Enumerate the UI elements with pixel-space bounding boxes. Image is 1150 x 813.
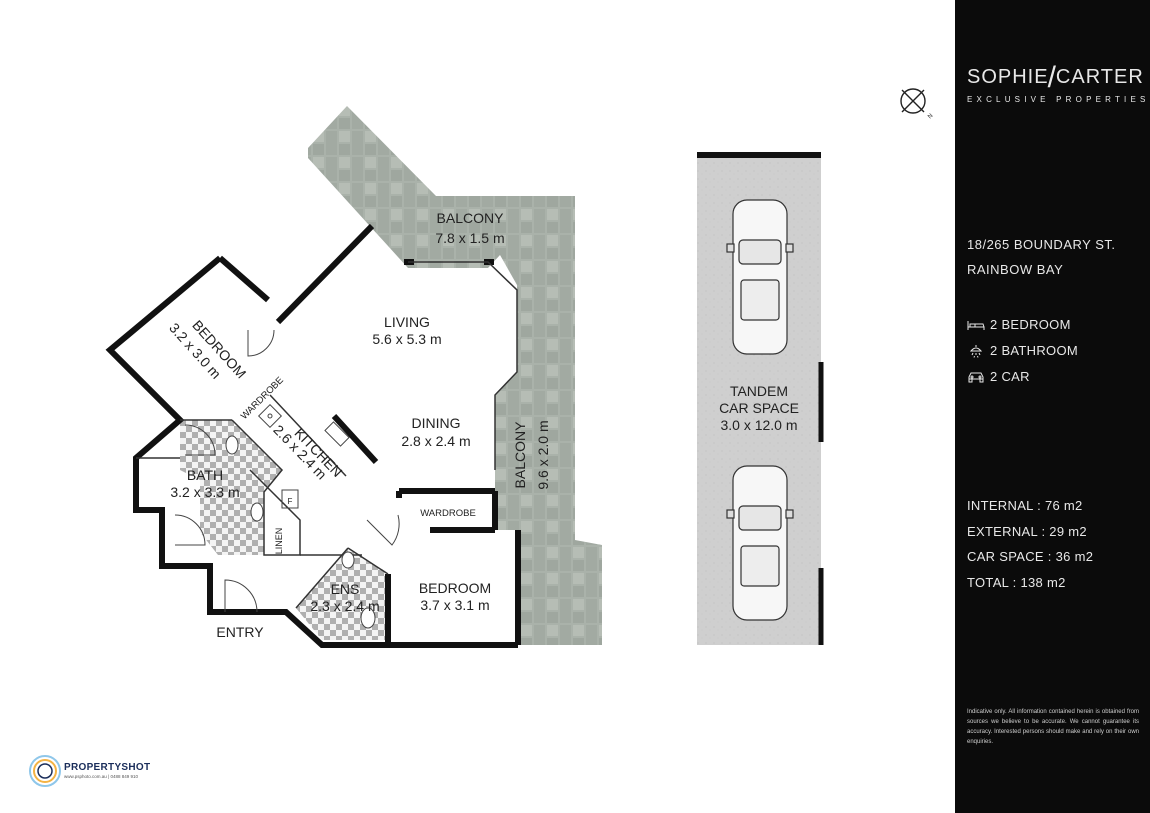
area-internal: INTERNAL : 76 m2 (967, 498, 1083, 513)
door-swings (174, 329, 400, 613)
balcony-top-floor (308, 106, 575, 268)
balcony-side-floor (495, 255, 602, 645)
car-icon (968, 372, 984, 383)
balcony-side-name: BALCONY (512, 421, 528, 489)
disclaimer: Indicative only. All information contain… (967, 709, 1139, 745)
fridge-label: F (288, 497, 293, 506)
car-space-line2: CAR SPACE (719, 400, 799, 416)
balcony-top-dims: 7.8 x 1.5 m (435, 230, 504, 246)
bed-icon (967, 321, 985, 330)
dining-name: DINING (412, 415, 461, 431)
car-2 (726, 465, 794, 621)
bath-dims: 3.2 x 3.3 m (170, 484, 239, 500)
dining-dims: 2.8 x 2.4 m (401, 433, 470, 449)
brand-name-part1: SOPHIE (967, 66, 1049, 88)
brand-tagline: EXCLUSIVE PROPERTIES (967, 95, 1150, 104)
wardrobe2-label: WARDROBE (420, 508, 476, 519)
feature-cars-label: 2 CAR (990, 369, 1030, 384)
living-name: LIVING (384, 314, 430, 330)
features-list: 2 BEDROOM 2 BATHROOM 2 CAR (967, 312, 1078, 390)
kitchen-fixtures (257, 403, 350, 509)
feature-bedrooms: 2 BEDROOM (967, 312, 1078, 338)
bedroom2-dims: 3.7 x 3.1 m (420, 597, 489, 613)
address-line1: 18/265 BOUNDARY ST. (967, 237, 1116, 252)
area-external: EXTERNAL : 29 m2 (967, 523, 1087, 539)
feature-cars: 2 CAR (967, 364, 1078, 390)
wardrobe1-label: WARDROBE (239, 375, 286, 422)
floor-plan: N BALCONY 7.8 x 1.5 m LIVING 5.6 x 5.3 m… (105, 88, 934, 648)
linen-label: LINEN (274, 528, 284, 555)
brand-logo: SOPHIE/CARTER EXCLUSIVE PROPERTIES (967, 61, 1150, 105)
brand-slash: / (1047, 61, 1057, 94)
entry-label: ENTRY (216, 624, 264, 640)
property-address: 18/265 BOUNDARY ST. RAINBOW BAY (967, 232, 1115, 282)
area-total: TOTAL : 138 m2 (967, 574, 1066, 590)
compass-icon (900, 88, 926, 114)
bedroom2-name: BEDROOM (419, 580, 491, 596)
car-space-dims: 3.0 x 12.0 m (720, 417, 797, 433)
feature-bedrooms-label: 2 BEDROOM (990, 317, 1071, 332)
propertyshot-emblem-icon (29, 755, 61, 787)
balcony-top-name: BALCONY (437, 210, 505, 226)
car-space-line1: TANDEM (730, 383, 788, 399)
walls (105, 223, 521, 648)
feature-bathrooms-label: 2 BATHROOM (990, 343, 1078, 358)
balcony-side-dims: 9.6 x 2.0 m (535, 420, 551, 489)
sidebar: SOPHIE/CARTER EXCLUSIVE PROPERTIES 18/26… (955, 0, 1150, 813)
propertyshot-contact: www.psphoto.com.au | 0488 849 910 (64, 774, 138, 779)
living-dims: 5.6 x 5.3 m (372, 331, 441, 347)
car-1 (726, 199, 794, 355)
brand-name-part2: CARTER (1055, 66, 1144, 88)
feature-bathrooms: 2 BATHROOM (967, 338, 1078, 364)
address-line2: RAINBOW BAY (967, 262, 1064, 277)
brand-name: SOPHIE/CARTER (967, 61, 1144, 94)
area-summary: INTERNAL : 76 m2 EXTERNAL : 29 m2 CAR SP… (967, 493, 1093, 595)
compass-letter: N (927, 113, 934, 120)
shower-icon (969, 345, 983, 358)
bath-name: BATH (187, 467, 223, 483)
propertyshot-logo: PROPERTYSHOT www.psphoto.com.au | 0488 8… (28, 752, 178, 792)
ens-name: ENS (331, 581, 360, 597)
ens-dims: 2.3 x 2.4 m (310, 598, 379, 614)
propertyshot-name: PROPERTYSHOT (64, 762, 151, 773)
bath-fixtures (225, 435, 376, 629)
area-car-space: CAR SPACE : 36 m2 (967, 549, 1094, 564)
